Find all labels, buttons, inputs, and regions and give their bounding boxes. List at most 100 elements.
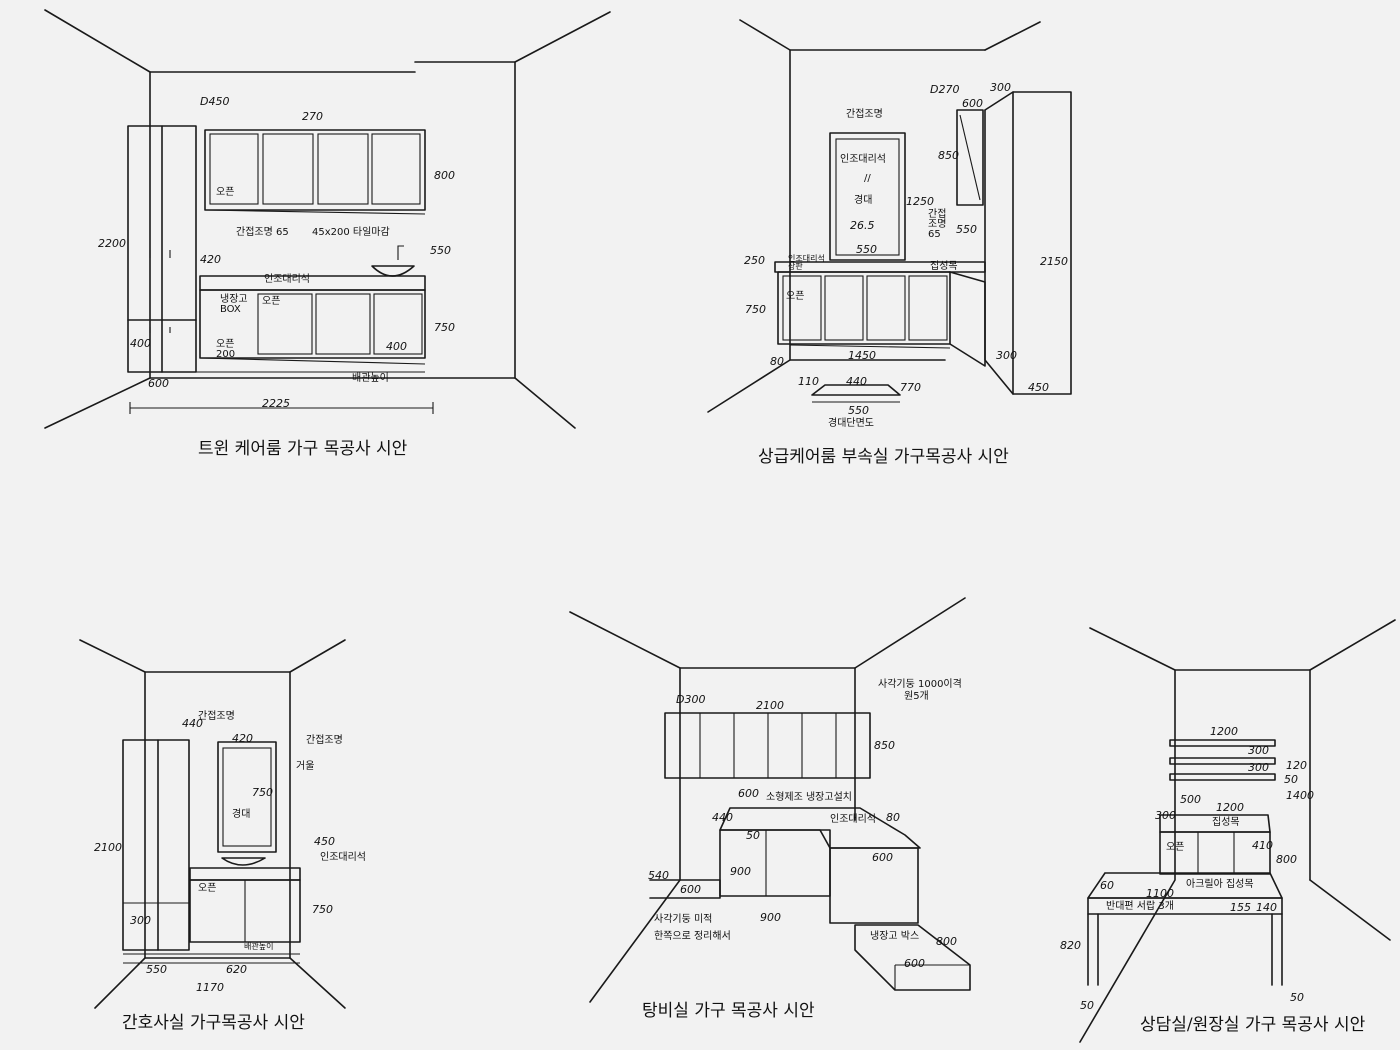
s2-dim-2150: 2150: [1040, 255, 1068, 268]
s2-label-mirror-mark: //: [864, 173, 871, 184]
s2-dim-300: 300: [990, 81, 1011, 94]
s1-dim-270: 270: [302, 110, 323, 123]
s3-dim-300: 300: [130, 914, 151, 927]
s4-dim-600-top: 600: [738, 787, 759, 800]
s1-label-artificial-marble: 인조대리석: [264, 274, 310, 285]
s4-dim-540: 540: [648, 869, 669, 882]
s3-dim-750-mirror: 750: [252, 786, 273, 799]
s5-dim-1200b: 1200: [1216, 801, 1244, 814]
s4-dim-d300: D300: [676, 693, 706, 706]
s1-dim-2225: 2225: [262, 397, 290, 410]
s2-dim-550: 550: [956, 223, 977, 236]
s1-label-open-lower: 오픈: [262, 296, 281, 307]
sketch-4-lines: [569, 597, 971, 1003]
s5-dim-60: 60: [1100, 879, 1114, 892]
s3-dim-440: 440: [182, 717, 203, 730]
s2-dim-600: 600: [962, 97, 983, 110]
s4-dim-600b: 600: [872, 851, 893, 864]
s2-dim-80: 80: [770, 355, 784, 368]
s4-dim-80: 80: [886, 811, 900, 824]
s3-dim-420: 420: [232, 732, 253, 745]
sketch-5-lines: [1079, 619, 1396, 1043]
s4-label-note-bottom-1: 사각기둥 미적: [654, 914, 713, 925]
s4-dim-600a: 600: [680, 883, 701, 896]
s1-dim-550: 550: [430, 244, 451, 257]
s5-label-open: 오픈: [1166, 842, 1185, 853]
s1-caption: 트윈 케어룸 가구 목공사 시안: [198, 439, 408, 459]
sketch-3-lines: [79, 639, 346, 1009]
s1-dim-420: 420: [200, 253, 221, 266]
s2-dim-550-mirror: 550: [856, 243, 877, 256]
s3-dim-620: 620: [226, 963, 247, 976]
s3-label-vanity: 경대: [232, 809, 251, 820]
s4-label-bench: 냉장고 박스: [870, 931, 920, 942]
s5-dim-155: 155: [1230, 901, 1251, 914]
s1-label-fridge-box: 냉장고 BOX: [220, 294, 248, 315]
s2-dim-850: 850: [938, 149, 959, 162]
s4-dim-50: 50: [746, 829, 760, 842]
s5-dim-1400: 1400: [1286, 789, 1314, 802]
s3-dim-750: 750: [312, 903, 333, 916]
s2-dim-250: 250: [744, 254, 765, 267]
s2-label-open: 오픈: [786, 291, 805, 302]
s1-dim-600: 600: [148, 377, 169, 390]
s5-dim-50b: 50: [1290, 991, 1304, 1004]
s1-dim-750: 750: [434, 321, 455, 334]
s1-label-tile: 45x200 타일마감: [312, 227, 390, 238]
s2-dim-d270: D270: [930, 83, 960, 96]
s2-label-mirror: 경대: [854, 195, 873, 206]
s2-plan-110: 110: [798, 375, 819, 388]
s4-label-note-bottom-2: 한쪽으로 정리해서: [654, 931, 731, 942]
s2-plan-770: 770: [900, 381, 921, 394]
sketch-1-lines: [44, 9, 611, 429]
s5-dim-50a: 50: [1080, 999, 1094, 1012]
s2-label-indirect-light: 간접조명: [846, 109, 883, 120]
s3-label-artificial: 인조대리석: [320, 852, 366, 863]
s2-label-vanity: 인조대리석: [840, 154, 886, 165]
s4-dim-2100: 2100: [756, 699, 784, 712]
s3-dim-1170: 1170: [196, 981, 224, 994]
s2-dim-1450: 1450: [848, 349, 876, 362]
s1-label-open-upper: 오픈: [216, 187, 235, 198]
s2-label-light-65: 간접조명 65: [928, 209, 947, 240]
s4-dim-900b: 900: [760, 911, 781, 924]
s3-label-plinth: 배관높이: [244, 942, 274, 951]
s4-dim-440: 440: [712, 811, 733, 824]
s4-dim-800: 800: [936, 935, 957, 948]
s2-caption: 상급케어룸 부속실 가구목공사 시안: [758, 447, 1009, 467]
s1-dim-800: 800: [434, 169, 455, 182]
s5-dim-300: 300: [1155, 809, 1176, 822]
s3-label-open: 오픈: [198, 883, 217, 894]
s5-caption: 상담실/원장실 가구 목공사 시안: [1140, 1015, 1366, 1035]
s4-caption: 탕비실 가구 목공사 시안: [642, 1001, 815, 1021]
s3-label-mirror: 거울: [296, 761, 315, 772]
s1-dim-2200: 2200: [98, 237, 126, 250]
s4-label-counter: 소형제조 냉장고설치: [766, 792, 852, 803]
s1-label-plinth: 배관높이: [352, 373, 389, 384]
s3-caption: 간호사실 가구목공사 시안: [122, 1013, 305, 1033]
s1-dim-400b: 400: [386, 340, 407, 353]
s5-label-drawer: 반대편 서랍 3개: [1106, 901, 1174, 912]
s5-dim-800: 800: [1276, 853, 1297, 866]
s4-dim-850: 850: [874, 739, 895, 752]
s2-dim-450: 450: [1028, 381, 1049, 394]
s5-dim-1200a: 1200: [1210, 725, 1238, 738]
s3-label-indirect: 간접조명: [198, 711, 235, 722]
s2-plan-550: 550: [848, 404, 869, 417]
s4-label-note-2: 원5개: [904, 691, 929, 702]
s2-label-lamp: 집성목: [930, 261, 958, 272]
s4-dim-900: 900: [730, 865, 751, 878]
s5-dim-500: 500: [1180, 793, 1201, 806]
s2-plan-label: 경대단면도: [828, 418, 874, 429]
s1-label-open-200: 오픈 200: [216, 339, 236, 360]
s5-dim-140: 140: [1256, 901, 1277, 914]
s2-dim-300b: 300: [996, 349, 1017, 362]
s2-plan-440: 440: [846, 375, 867, 388]
s5-dim-50: 50: [1284, 773, 1298, 786]
s3-dim-450: 450: [314, 835, 335, 848]
s4-label-note: 사각기둥 1000이격: [878, 679, 962, 690]
s5-dim-820: 820: [1060, 939, 1081, 952]
s5-dim-410: 410: [1252, 839, 1273, 852]
s3-label-indirect-2: 간접조명: [306, 735, 343, 746]
